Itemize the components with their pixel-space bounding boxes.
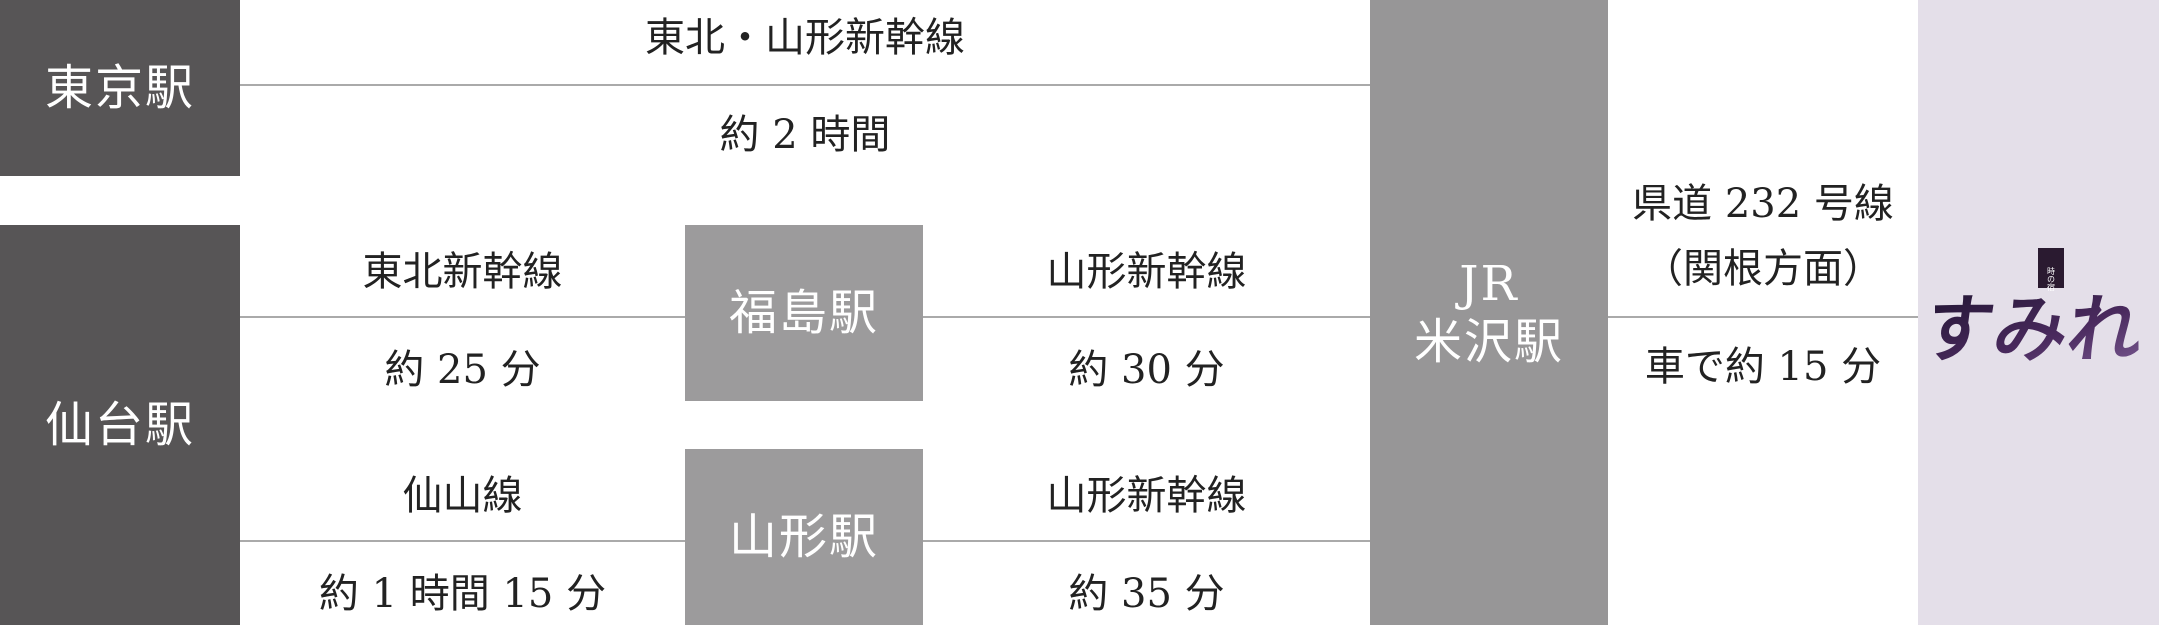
logo-main-text: すみれ	[1935, 285, 2148, 373]
route-fukushima-yonezawa-time: 約 30 分	[1068, 347, 1225, 393]
connector-sendai-yamagata	[240, 540, 685, 542]
route-sendai-yamagata-time: 約 1 時間 15 分	[318, 571, 607, 617]
station-tokyo-label: 東京駅	[44, 60, 195, 116]
station-yamagata-label: 山形駅	[728, 509, 879, 565]
connector-yonezawa-destination	[1608, 316, 1918, 318]
route-sendai-yamagata-line: 仙山線	[402, 473, 523, 519]
connector-yamagata-yonezawa	[923, 540, 1370, 542]
route-fukushima-yonezawa-line: 山形新幹線	[1046, 249, 1247, 295]
logo-seal	[2038, 248, 2064, 288]
station-fukushima-label: 福島駅	[728, 285, 879, 341]
route-road-direction: （関根方面）	[1643, 246, 1883, 292]
route-tokyo-time: 約 2 時間	[719, 112, 891, 158]
station-tokyo: 東京駅	[0, 0, 240, 176]
connector-tokyo-yonezawa	[240, 84, 1370, 86]
station-sendai: 仙台駅	[0, 225, 240, 625]
route-yamagata-yonezawa-time: 約 35 分	[1068, 571, 1225, 617]
station-yonezawa-label-jr: JR	[1459, 255, 1519, 312]
route-yamagata-yonezawa-line: 山形新幹線	[1046, 473, 1247, 519]
station-sendai-label: 仙台駅	[44, 397, 195, 453]
destination-panel	[1918, 0, 2159, 625]
logo-small-text: 時の宿	[2047, 267, 2056, 292]
station-fukushima: 福島駅	[685, 225, 923, 401]
route-tokyo-line: 東北・山形新幹線	[645, 15, 965, 61]
route-sendai-fukushima-time: 約 25 分	[384, 347, 541, 393]
sumire-logo: 時の宿 すみれ	[1935, 248, 2148, 373]
station-yonezawa: JR 米沢駅	[1370, 0, 1608, 625]
connector-sendai-fukushima	[240, 316, 685, 318]
route-road-time: 車で約 15 分	[1644, 344, 1882, 390]
station-yamagata: 山形駅	[685, 449, 923, 625]
station-yonezawa-label-name: 米沢駅	[1413, 313, 1564, 370]
route-road-name: 県道 232 号線	[1632, 181, 1894, 227]
connector-fukushima-yonezawa	[923, 316, 1370, 318]
route-sendai-fukushima-line: 東北新幹線	[362, 249, 563, 295]
